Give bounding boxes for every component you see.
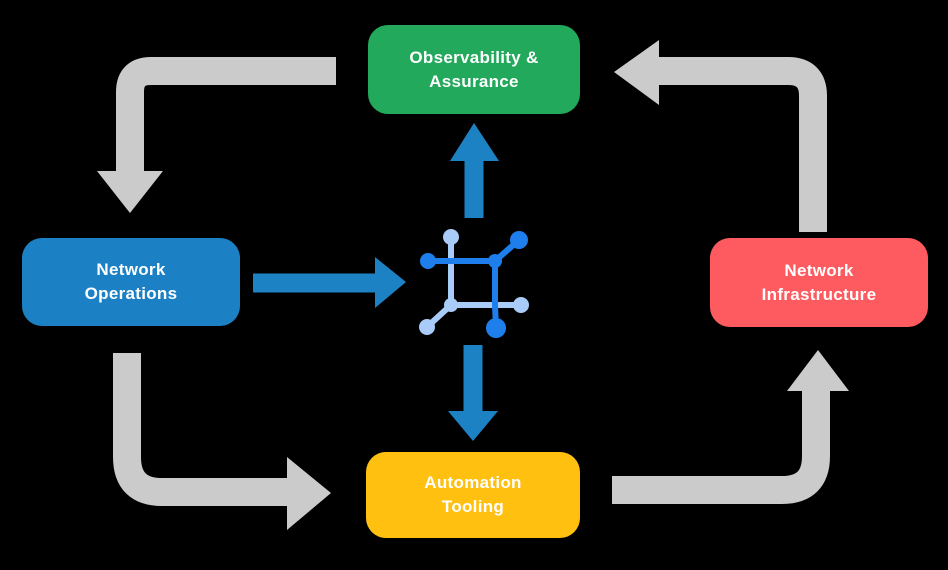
arrow-observability-to-network-operations	[97, 57, 336, 213]
node-network-operations-label: Network Operations	[84, 260, 178, 303]
arrow-network-operations-to-automation-tooling	[113, 353, 331, 530]
mesh-joint-bottom-left	[444, 298, 458, 312]
mesh-bottom-left-branch	[424, 302, 454, 330]
mesh-node-right	[513, 297, 529, 313]
node-network-infrastructure: Network Infrastructure	[710, 238, 928, 327]
node-automation-tooling-label: Automation Tooling	[424, 473, 522, 516]
mesh-node-top	[443, 229, 459, 245]
mesh-node-bottom-left	[419, 319, 435, 335]
mesh-joint-top-right	[488, 254, 502, 268]
mesh-node-left	[420, 253, 436, 269]
node-observability-assurance-label: Observability & Assurance	[409, 47, 539, 91]
node-network-infrastructure-label: Network Infrastructure	[761, 260, 877, 304]
arrow-network-infrastructure-to-observability	[614, 40, 827, 232]
mesh-node-bottom	[486, 318, 506, 338]
network-mesh-icon	[419, 229, 529, 338]
node-automation-tooling: Automation Tooling	[366, 452, 580, 538]
arrow-center-to-observability	[450, 123, 499, 218]
arrow-network-operations-to-center	[253, 257, 406, 308]
mesh-bottom-branch	[492, 302, 499, 331]
mesh-node-top-right	[510, 231, 528, 249]
arrow-center-to-automation-tooling	[448, 345, 498, 441]
mesh-top-right-branch	[492, 237, 522, 264]
arrow-automation-tooling-to-network-infrastructure	[612, 350, 849, 504]
node-network-operations: Network Operations	[22, 238, 240, 326]
node-observability-assurance: Observability & Assurance	[368, 25, 580, 114]
